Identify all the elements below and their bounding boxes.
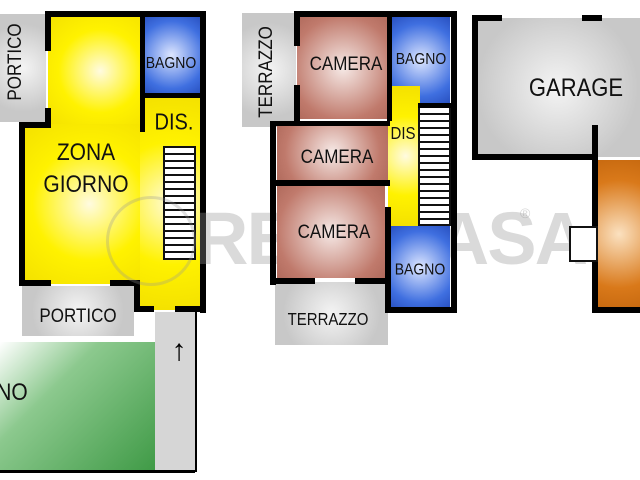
- terrazzo-bottom: [275, 282, 388, 345]
- wall: [110, 280, 140, 286]
- wall: [270, 121, 276, 285]
- wall: [270, 278, 315, 284]
- wall: [592, 307, 640, 313]
- orange-room: [598, 160, 640, 308]
- garage: [475, 18, 640, 157]
- bagno-ground-label: BAGNO: [145, 52, 197, 72]
- wall: [294, 85, 300, 125]
- zona-giorno-label-2: GIORNO: [43, 171, 129, 198]
- wall: [592, 125, 598, 313]
- wall: [0, 470, 195, 473]
- wall: [45, 11, 51, 51]
- wall: [355, 278, 390, 284]
- terrazzo-top-label: TERRAZZO: [254, 26, 277, 118]
- staircase-first: [418, 108, 451, 226]
- wall: [385, 307, 456, 313]
- wall: [140, 93, 200, 98]
- giardino: [0, 342, 155, 472]
- camera-1-label: CAMERA: [309, 52, 383, 75]
- wall: [472, 154, 597, 160]
- camera-3-label: CAMERA: [297, 220, 371, 243]
- wall: [195, 312, 197, 472]
- wall: [19, 280, 51, 286]
- wall: [134, 280, 140, 312]
- portico-top: [0, 14, 46, 122]
- bagno-ground: [143, 16, 200, 94]
- wall: [19, 122, 25, 286]
- wall: [45, 108, 51, 128]
- zona-giorno: [48, 16, 143, 126]
- wall: [19, 122, 49, 128]
- zona-giorno-label-1: ZONA: [56, 139, 116, 166]
- window-box: [569, 226, 598, 262]
- portico-top-label: PORTICO: [3, 23, 26, 101]
- wall: [472, 15, 502, 21]
- wall: [134, 306, 154, 312]
- wall: [294, 11, 300, 46]
- portico-bottom-label: PORTICO: [39, 304, 117, 327]
- wall: [385, 207, 391, 313]
- dis-first-label: DIS: [390, 124, 416, 144]
- wall: [175, 306, 205, 312]
- bagno-bottom-label: BAGNO: [394, 259, 446, 279]
- dis-first: [388, 86, 420, 226]
- camera-2-label: CAMERA: [300, 145, 374, 168]
- watermark-logo: [106, 196, 196, 286]
- wall: [387, 17, 392, 121]
- arrow-up-icon: ↑: [171, 334, 187, 367]
- wall: [582, 15, 602, 21]
- camera-2: [277, 122, 388, 182]
- wall: [472, 15, 478, 160]
- wall: [451, 11, 457, 313]
- wall: [270, 180, 390, 186]
- bagno-bottom: [390, 226, 450, 308]
- camera-3: [277, 186, 385, 278]
- dis-ground-label: DIS.: [154, 109, 194, 136]
- entrance-path: [155, 312, 195, 472]
- wall: [200, 11, 206, 313]
- giardino-label: NO: [0, 379, 28, 406]
- wall: [270, 121, 390, 126]
- wall: [418, 103, 453, 108]
- wall: [140, 16, 145, 132]
- wall: [294, 11, 456, 17]
- terrazzo-bottom-label: TERRAZZO: [287, 310, 369, 330]
- portico-bottom: [22, 286, 134, 336]
- bagno-top-label: BAGNO: [395, 48, 447, 68]
- garage-label: GARAGE: [528, 73, 624, 102]
- terrazzo-top: [242, 13, 296, 127]
- camera-1: [297, 17, 389, 119]
- wall: [45, 11, 205, 17]
- watermark-mark: ®: [520, 205, 531, 221]
